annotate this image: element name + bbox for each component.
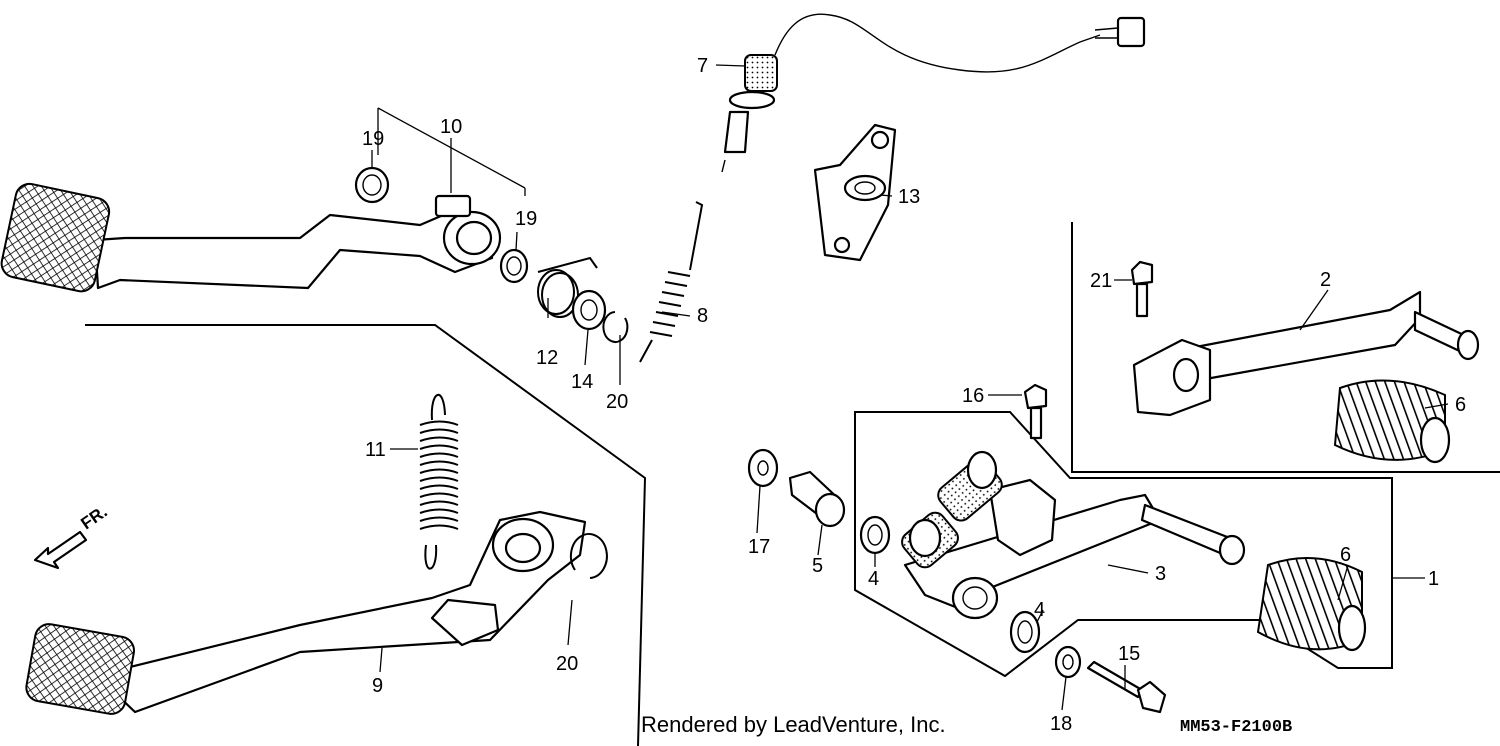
- front-indicator-label: FR.: [77, 502, 110, 533]
- render-credit: Rendered by LeadVenture, Inc.: [641, 712, 946, 737]
- seal-19-right: [499, 248, 529, 284]
- circlip-20-upper: [602, 311, 629, 343]
- callout-2: 2: [1320, 269, 1331, 291]
- leader-lines: [371, 64, 1449, 711]
- callout-21: 21: [1090, 270, 1112, 292]
- group-frame-step-kit: [1071, 222, 1500, 473]
- callout-19-left: 19: [362, 128, 384, 150]
- callout-16: 16: [962, 385, 984, 407]
- callout-12: 12: [536, 347, 558, 369]
- front-direction-arrow-icon: FR.: [33, 502, 111, 570]
- callout-13: 13: [898, 186, 920, 208]
- callout-6-upper: 6: [1455, 394, 1466, 416]
- bolt-15: [1086, 660, 1167, 714]
- callout-10: 10: [440, 116, 462, 138]
- callout-14: 14: [571, 371, 593, 393]
- seal-4-right: [1009, 610, 1041, 654]
- brake-pedal-upper: [0, 182, 502, 293]
- spring-11: [419, 393, 459, 570]
- spring-8: [639, 201, 704, 363]
- washer-14: [571, 289, 607, 331]
- callout-3: 3: [1155, 563, 1166, 585]
- washer-18: [1054, 645, 1082, 679]
- brake-pedal-lower: [25, 510, 587, 715]
- rubber-6-upper: [1333, 379, 1451, 464]
- callout-5: 5: [812, 555, 823, 577]
- bolt-16: [1023, 383, 1048, 440]
- callout-9: 9: [372, 675, 383, 697]
- callout-19-right: 19: [515, 208, 537, 230]
- group-frame-change-pedal-assembly: [854, 411, 1393, 678]
- callout-8: 8: [697, 305, 708, 327]
- callout-20-lower: 20: [556, 653, 578, 675]
- callout-labels: 1 2 3 4 4 5 6 6 7 8 9 10 11 12 13 14 15 …: [362, 55, 1466, 735]
- callout-17: 17: [748, 536, 770, 558]
- change-pedal-3: [901, 450, 1246, 620]
- circlip-20-lower: [569, 533, 608, 579]
- callout-4-right: 4: [1034, 599, 1045, 621]
- callout-7: 7: [697, 55, 708, 77]
- rubber-6-lower: [1256, 556, 1367, 652]
- step-arm-2: [1132, 290, 1480, 417]
- brake-light-switch-7: [721, 13, 1146, 173]
- callout-20-upper: 20: [606, 391, 628, 413]
- washer-17: [747, 448, 779, 488]
- diagram-code: MM53-F2100B: [1180, 718, 1293, 737]
- callout-6-lower: 6: [1340, 544, 1351, 566]
- callout-1: 1: [1428, 568, 1439, 590]
- callout-11: 11: [365, 439, 386, 461]
- seal-4-left: [859, 515, 891, 555]
- bolt-21: [1130, 260, 1154, 318]
- callout-18: 18: [1050, 713, 1072, 735]
- callout-15: 15: [1118, 643, 1140, 665]
- collar-5: [788, 470, 846, 528]
- callout-4-left: 4: [868, 568, 879, 590]
- group-frame-brake-pedal: [85, 324, 647, 746]
- bracket-13: [813, 123, 897, 262]
- seal-19-left: [354, 166, 390, 204]
